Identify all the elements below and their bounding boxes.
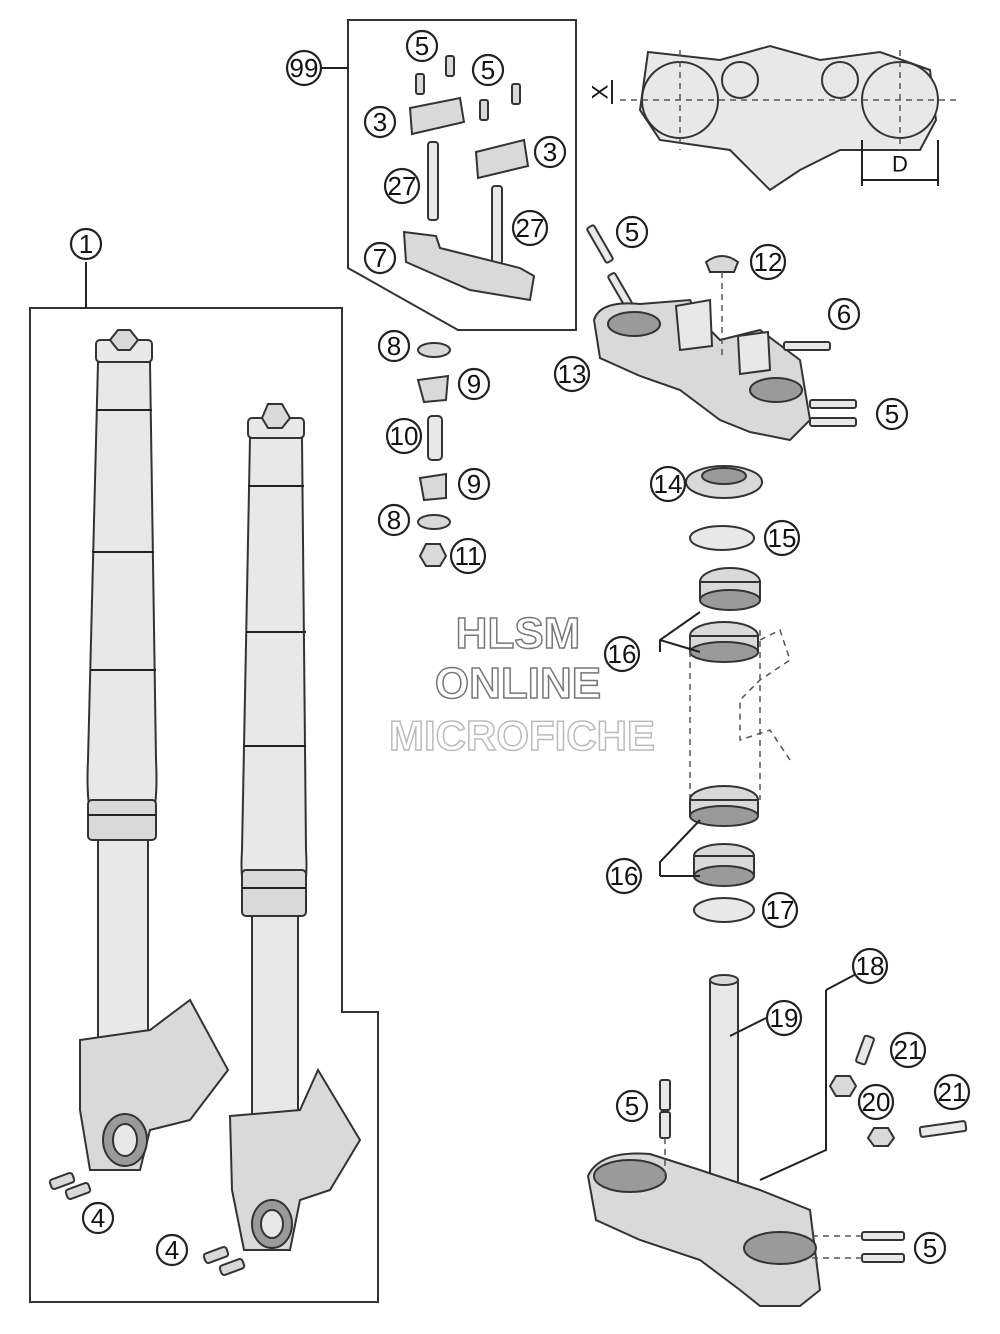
clamp-bolt-long-left xyxy=(427,141,439,221)
fork-leg-left xyxy=(79,329,230,1171)
handlebar-clamp-upper-right xyxy=(474,138,530,180)
svg-text:7: 7 xyxy=(373,243,387,273)
svg-text:5: 5 xyxy=(923,1233,937,1263)
callout-7[interactable]: 7 xyxy=(363,241,397,275)
svg-text:3: 3 xyxy=(543,137,557,167)
callout-15[interactable]: 15 xyxy=(763,519,801,557)
svg-text:5: 5 xyxy=(625,217,639,247)
hardware-stack xyxy=(416,342,451,567)
svg-text:10: 10 xyxy=(390,421,419,451)
clamp-kit-frame xyxy=(347,19,577,331)
svg-text:6: 6 xyxy=(837,299,851,329)
svg-text:13: 13 xyxy=(558,359,587,389)
svg-text:14: 14 xyxy=(654,469,683,499)
svg-text:1: 1 xyxy=(79,229,93,259)
callout-21[interactable]: 21 xyxy=(933,1073,971,1111)
svg-text:20: 20 xyxy=(862,1087,891,1117)
callout-5[interactable]: 5 xyxy=(615,215,649,249)
callout-16[interactable]: 16 xyxy=(603,635,641,673)
callout-16[interactable]: 16 xyxy=(605,857,643,895)
callout-99[interactable]: 99 xyxy=(285,49,323,87)
clamp-bolt-6 xyxy=(783,341,831,351)
callout-10[interactable]: 10 xyxy=(385,417,423,455)
callout-20[interactable]: 20 xyxy=(857,1083,895,1121)
callout-21[interactable]: 21 xyxy=(889,1031,927,1069)
svg-text:5: 5 xyxy=(885,399,899,429)
callout-13[interactable]: 13 xyxy=(553,355,591,393)
handlebar-clamp-bridge xyxy=(402,230,536,302)
watermark-line-3: MICROFICHE xyxy=(389,712,655,759)
callout-11[interactable]: 11 xyxy=(449,537,487,575)
handlebar-clamp-upper-left xyxy=(408,96,466,136)
seal-15 xyxy=(689,525,755,551)
svg-text:12: 12 xyxy=(754,247,783,277)
fork-assembly-frame xyxy=(29,307,379,1303)
callout-12[interactable]: 12 xyxy=(749,243,787,281)
callout-27[interactable]: 27 xyxy=(511,209,549,247)
svg-text:18: 18 xyxy=(856,951,885,981)
svg-text:16: 16 xyxy=(608,639,637,669)
steering-stem-19 xyxy=(709,977,739,1189)
callout-9[interactable]: 9 xyxy=(457,367,491,401)
svg-text:9: 9 xyxy=(467,469,481,499)
callout-5[interactable]: 5 xyxy=(405,29,439,63)
svg-text:21: 21 xyxy=(894,1035,923,1065)
callout-5[interactable]: 5 xyxy=(471,53,505,87)
callout-group: 99 5 5 3 3 27 27 7 1 5 12 6 13 5 8 9 10 … xyxy=(69,29,971,1267)
callout-19[interactable]: 19 xyxy=(765,999,803,1037)
callout-3[interactable]: 3 xyxy=(363,105,397,139)
lower-triple-clamp xyxy=(586,971,968,1307)
dimension-d-label: D xyxy=(892,152,908,177)
fork-leg-right xyxy=(228,403,362,1251)
callout-6[interactable]: 6 xyxy=(827,297,861,331)
callout-8[interactable]: 8 xyxy=(377,329,411,363)
clamp-bolt-long-right xyxy=(491,185,503,265)
dimension-x-label: X xyxy=(588,84,613,99)
steering-nut-12 xyxy=(704,255,740,273)
callout-5[interactable]: 5 xyxy=(913,1231,947,1265)
callout-27[interactable]: 27 xyxy=(383,167,421,205)
svg-text:5: 5 xyxy=(481,55,495,85)
fork-clamp-bolts-lower-left xyxy=(48,1172,92,1200)
callout-18[interactable]: 18 xyxy=(851,947,889,985)
fork-assembly-group xyxy=(29,262,379,1303)
callout-5[interactable]: 5 xyxy=(875,397,909,431)
steering-head-group xyxy=(659,465,791,923)
svg-text:27: 27 xyxy=(388,171,417,201)
callout-4[interactable]: 4 xyxy=(81,1201,115,1235)
watermark-line-2: ONLINE xyxy=(435,659,601,708)
triple-clamp-top-view: X D xyxy=(588,44,960,192)
callout-17[interactable]: 17 xyxy=(761,891,799,929)
svg-text:3: 3 xyxy=(373,107,387,137)
svg-text:8: 8 xyxy=(387,331,401,361)
callout-4[interactable]: 4 xyxy=(155,1233,189,1267)
watermark: HLSM ONLINE MICROFICHE xyxy=(388,608,656,760)
callout-9[interactable]: 9 xyxy=(457,467,491,501)
upper-triple-clamp xyxy=(586,224,857,442)
svg-text:21: 21 xyxy=(938,1077,967,1107)
watermark-line-1: HLSM xyxy=(456,609,581,658)
callout-1[interactable]: 1 xyxy=(69,227,103,261)
callout-8[interactable]: 8 xyxy=(377,503,411,537)
svg-text:16: 16 xyxy=(610,861,639,891)
svg-text:15: 15 xyxy=(768,523,797,553)
svg-text:11: 11 xyxy=(455,541,482,571)
fork-clamp-bolts-lower-right xyxy=(202,1246,246,1276)
callout-3[interactable]: 3 xyxy=(533,135,567,169)
svg-text:5: 5 xyxy=(625,1091,639,1121)
seal-17 xyxy=(693,897,755,923)
svg-text:5: 5 xyxy=(415,31,429,61)
svg-text:19: 19 xyxy=(770,1003,799,1033)
svg-text:9: 9 xyxy=(467,369,481,399)
svg-text:4: 4 xyxy=(91,1203,105,1233)
svg-text:4: 4 xyxy=(165,1235,179,1265)
handlebar-clamp-kit-group xyxy=(322,19,577,331)
callout-5[interactable]: 5 xyxy=(615,1089,649,1123)
svg-text:8: 8 xyxy=(387,505,401,535)
svg-text:99: 99 xyxy=(290,53,319,83)
svg-text:17: 17 xyxy=(766,895,795,925)
callout-14[interactable]: 14 xyxy=(649,465,687,503)
svg-text:27: 27 xyxy=(516,213,545,243)
